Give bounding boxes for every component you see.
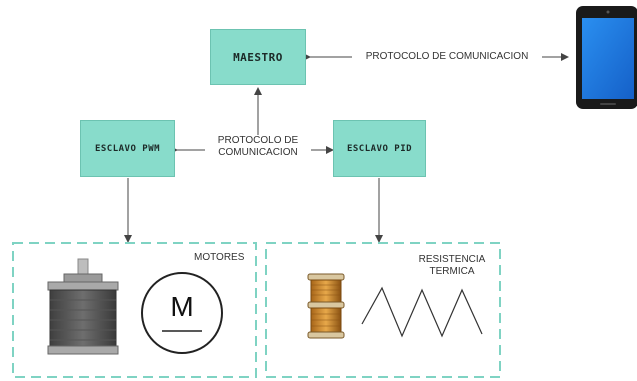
resistor-zigzag-icon (361, 286, 483, 338)
stepper-motor-icon (47, 258, 119, 355)
label-middle-protocol-line1: PROTOCOLO DE (217, 135, 299, 146)
label-middle-protocol: PROTOCOLO DE COMUNICACION (205, 135, 311, 159)
node-esclavo-pwm: ESCLAVO PWM (80, 120, 175, 177)
node-esclavo-pid: ESCLAVO PID (333, 120, 426, 177)
group-motores-border (12, 242, 257, 378)
motor-symbol-letter: M (170, 291, 194, 322)
label-resistencia-line2: TERMICA (429, 266, 475, 277)
label-resistencia-line1: RESISTENCIA (418, 254, 486, 265)
label-motores: MOTORES (194, 252, 245, 263)
label-top-protocol: PROTOCOLO DE COMUNICACION (352, 51, 542, 63)
node-maestro: MAESTRO (210, 29, 306, 85)
label-middle-protocol-line2: COMUNICACION (218, 147, 298, 158)
group-resistencia-border (265, 242, 501, 378)
label-resistencia: RESISTENCIA TERMICA (410, 254, 494, 278)
tablet-icon (576, 6, 637, 109)
motor-symbol-icon (141, 272, 223, 354)
coil-icon (307, 273, 345, 339)
